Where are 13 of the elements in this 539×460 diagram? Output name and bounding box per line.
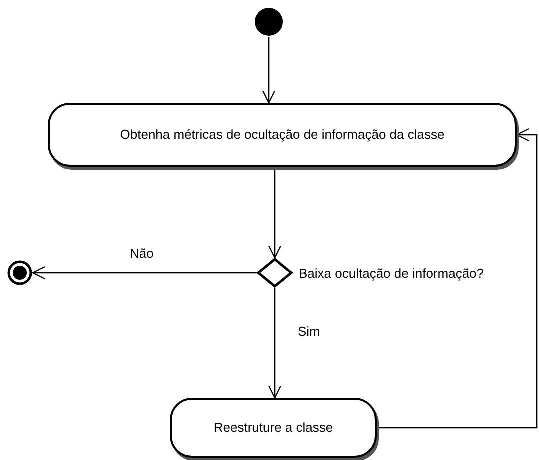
action-box bbox=[48, 103, 517, 167]
arrow bbox=[377, 128, 538, 429]
decision-diamond bbox=[257, 258, 293, 288]
decision-label: Baixa ocultação de informação? bbox=[299, 265, 484, 283]
action-text: Obtenha métricas de ocultação de informação da classe bbox=[120, 126, 445, 144]
arrow bbox=[32, 266, 257, 280]
action-text: Reestruture a classe bbox=[214, 419, 334, 438]
state-circle bbox=[7, 260, 33, 286]
arrow bbox=[262, 37, 276, 104]
action-box bbox=[170, 398, 377, 458]
state-circle bbox=[254, 7, 284, 37]
arrow bbox=[268, 288, 282, 399]
arrow bbox=[268, 167, 282, 259]
